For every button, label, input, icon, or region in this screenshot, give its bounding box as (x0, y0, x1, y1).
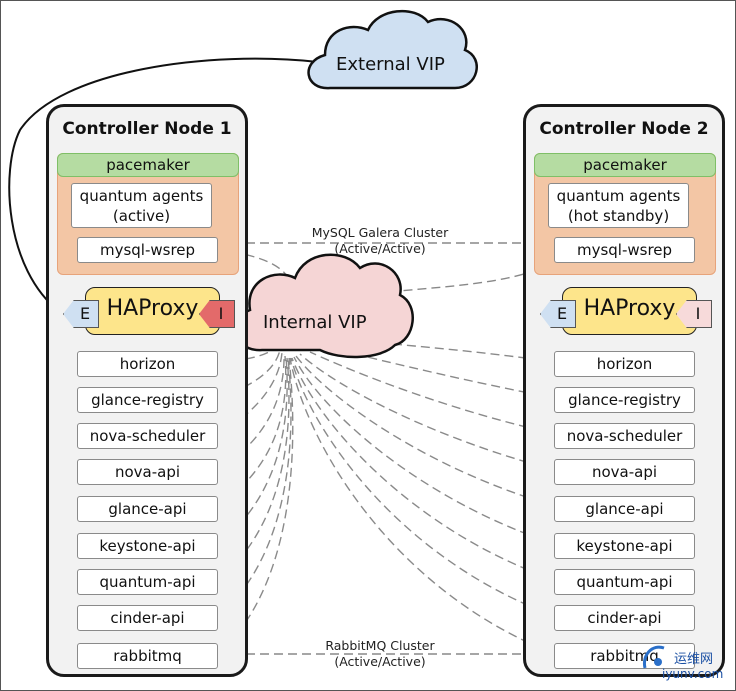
service-keystone-api: keystone-api (554, 533, 695, 559)
pacemaker-label: pacemaker (534, 153, 716, 177)
pacemaker-label: pacemaker (57, 153, 239, 177)
service-quantum-api: quantum-api (77, 569, 218, 595)
quantum-agents-state: (active) (112, 207, 171, 225)
haproxy-external-port: E (63, 300, 99, 328)
quantum-agents-label: quantum agents (556, 187, 681, 205)
service-link (295, 355, 556, 507)
watermark-url: iyunv.com (662, 667, 724, 681)
service-nova-scheduler: nova-scheduler (554, 423, 695, 449)
service-link (299, 353, 556, 471)
rabbitmq-cluster-annotation: RabbitMQ Cluster (Active/Active) (295, 638, 465, 670)
controller-node-1: Controller Node 1 pacemaker quantum agen… (46, 104, 248, 677)
mysql-cluster-annotation: MySQL Galera Cluster (Active/Active) (290, 225, 470, 257)
haproxy-box: HAProxy (85, 287, 220, 335)
rabbitmq-cluster-mode: (Active/Active) (334, 654, 426, 669)
watermark-title: 运维网 (674, 652, 714, 667)
quantum-agents-box: quantum agents (active) (71, 183, 212, 228)
haproxy-label: HAProxy (106, 296, 199, 321)
service-glance-registry: glance-registry (77, 387, 218, 413)
service-link (217, 356, 288, 545)
service-link (293, 356, 556, 545)
rabbitmq-cluster-title: RabbitMQ Cluster (325, 638, 435, 653)
node-title: Controller Node 2 (539, 119, 709, 139)
service-link (329, 347, 556, 399)
mysql-wsrep-box: mysql-wsrep (554, 237, 695, 263)
quantum-agents-state: (hot standby) (567, 207, 670, 225)
mysql-wsrep-box: mysql-wsrep (77, 237, 218, 263)
service-link (217, 349, 281, 399)
service-glance-api: glance-api (554, 496, 695, 522)
internal-vip-cloud (234, 253, 414, 359)
service-cinder-api: cinder-api (77, 605, 218, 631)
service-keystone-api: keystone-api (77, 533, 218, 559)
service-link (217, 357, 294, 655)
service-link (291, 357, 556, 581)
external-vip-link (8, 57, 319, 313)
mysql-cluster-mode: (Active/Active) (334, 241, 426, 256)
internal-vip-label: Internal VIP (263, 312, 367, 333)
external-vip-cloud (307, 9, 478, 90)
external-vip-label: External VIP (336, 54, 445, 75)
service-rabbitmq: rabbitmq (77, 643, 218, 669)
service-rabbitmq: rabbitmq (554, 643, 695, 669)
service-glance-registry: glance-registry (554, 387, 695, 413)
mysql-cluster-title: MySQL Galera Cluster (311, 225, 449, 240)
service-horizon: horizon (554, 351, 695, 377)
node-title: Controller Node 1 (62, 119, 232, 139)
haproxy-external-port: E (540, 300, 576, 328)
quantum-agents-box: quantum agents (hot standby) (548, 183, 689, 228)
service-cinder-api: cinder-api (554, 605, 695, 631)
haproxy-box: HAProxy (562, 287, 697, 335)
service-nova-scheduler: nova-scheduler (77, 423, 218, 449)
service-link (309, 351, 556, 435)
quantum-agents-label: quantum agents (79, 187, 204, 205)
service-glance-api: glance-api (77, 496, 218, 522)
service-nova-api: nova-api (77, 459, 218, 485)
service-nova-api: nova-api (554, 459, 695, 485)
haproxy-label: HAProxy (583, 296, 676, 321)
service-link (289, 357, 556, 655)
service-horizon: horizon (77, 351, 218, 377)
service-quantum-api: quantum-api (554, 569, 695, 595)
service-link (290, 357, 556, 617)
watermark-logo-icon (642, 645, 665, 669)
controller-node-2: Controller Node 2 pacemaker quantum agen… (523, 104, 725, 677)
